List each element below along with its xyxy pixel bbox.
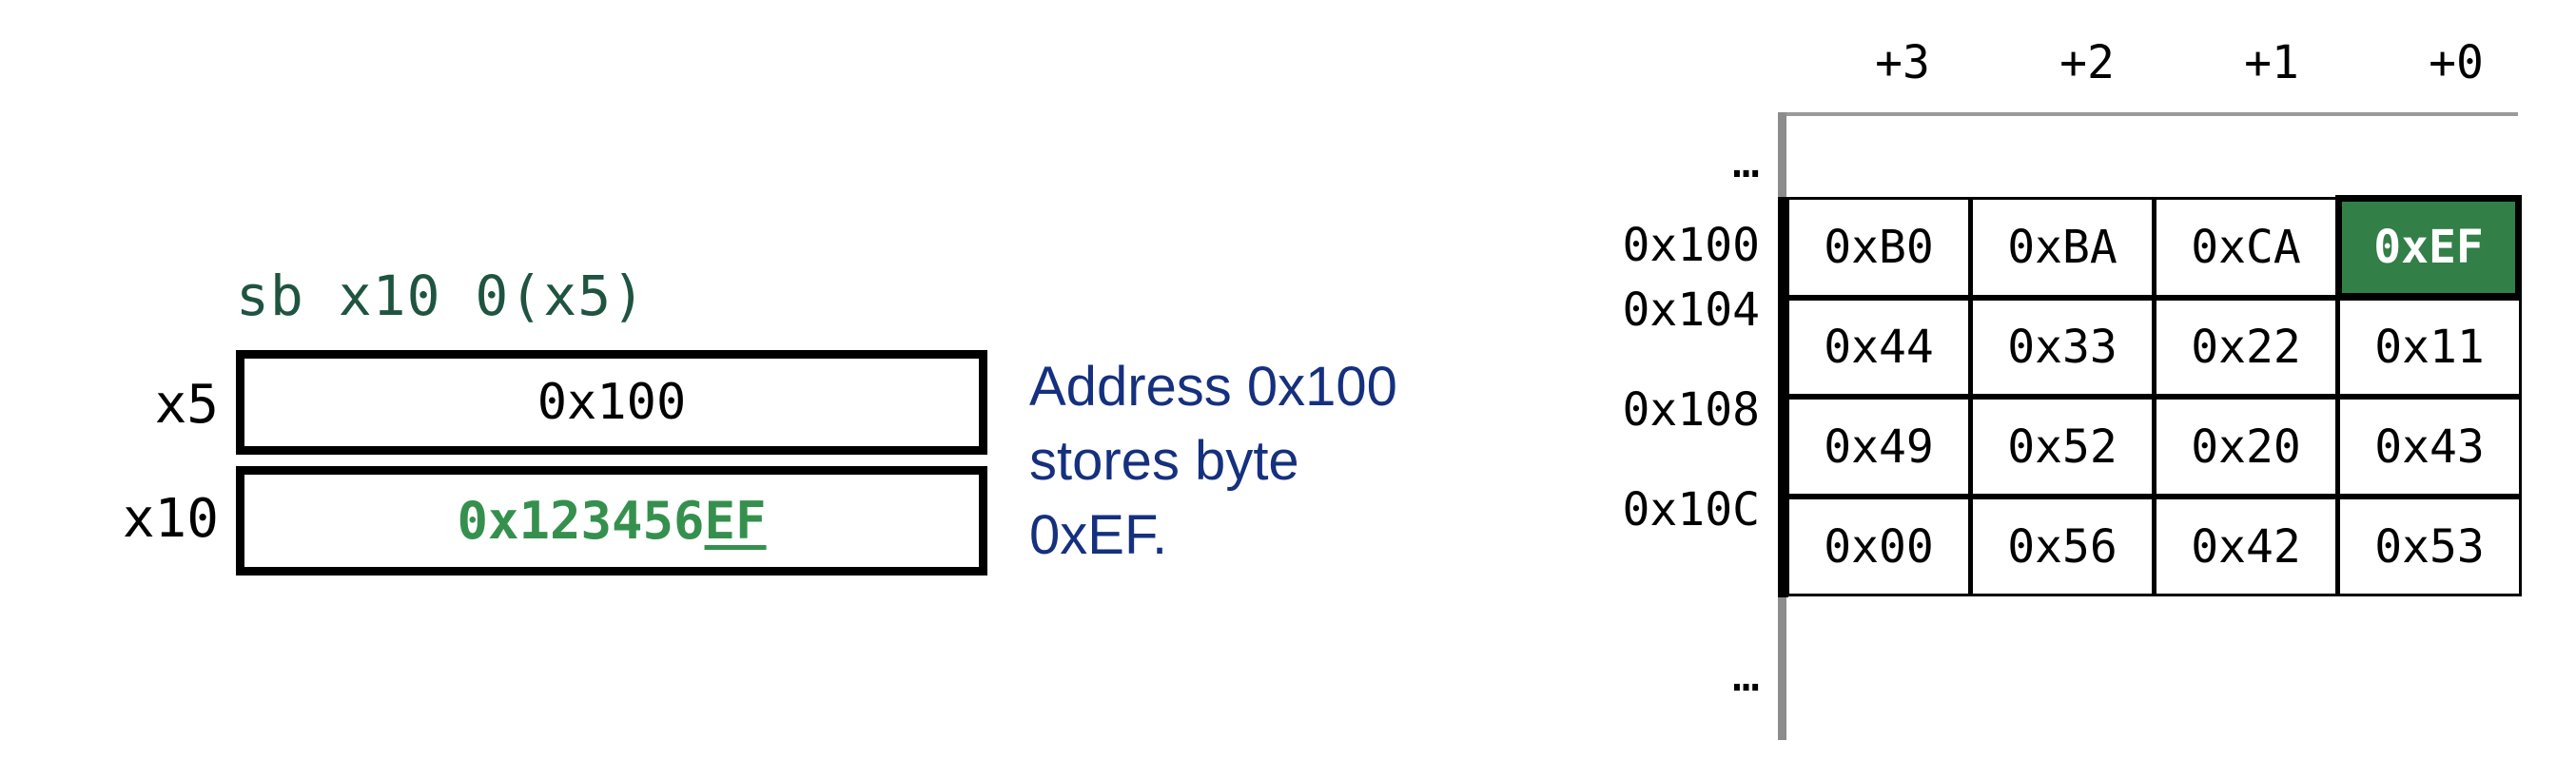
memory-cell-0x100-plus1[interactable]: 0xCA: [2154, 197, 2338, 298]
memory-cell-0x100-plus0[interactable]: 0xEF: [2335, 195, 2522, 300]
memory-row-address-0x108: 0x108: [1622, 383, 1761, 437]
memory-cell-0x108-plus3[interactable]: 0x49: [1786, 397, 1971, 497]
memory-cell-0x10C-plus1[interactable]: 0x42: [2154, 497, 2338, 596]
memory-column-header-plus2: +2: [2059, 36, 2115, 89]
memory-cell-0x10C-plus0[interactable]: 0x53: [2337, 497, 2522, 596]
memory-row-address-0x100: 0x100: [1622, 219, 1761, 272]
memory-cell-0x108-plus2[interactable]: 0x52: [1970, 397, 2155, 497]
memory-ellipsis-top: …: [1732, 135, 1760, 188]
memory-cell-0x10C-plus3[interactable]: 0x00: [1786, 497, 1971, 596]
memory-column-header-plus0: +0: [2429, 36, 2484, 89]
memory-cell-0x108-plus1[interactable]: 0x20: [2154, 397, 2338, 497]
instruction-text: sb x10 0(x5): [236, 263, 647, 328]
memory-cell-0x104-plus3[interactable]: 0x44: [1786, 298, 1971, 397]
memory-top-rail: [1778, 112, 2518, 116]
annotation-line-1: Address 0x100: [1029, 356, 1397, 418]
memory-row-address-0x10C: 0x10C: [1622, 483, 1761, 537]
memory-column-header-plus3: +3: [1875, 36, 1930, 89]
register-value-x10: 0x123456EF: [457, 495, 766, 546]
memory-cell-0x100-plus2[interactable]: 0xBA: [1970, 197, 2155, 298]
memory-cell-0x104-plus2[interactable]: 0x33: [1970, 298, 2155, 397]
register-value-x5: 0x100: [537, 374, 687, 431]
annotation-text: Address 0x100 stores byte 0xEF.: [1029, 350, 1524, 573]
memory-ellipsis-bottom: …: [1732, 649, 1760, 702]
annotation-line-2: stores byte: [1029, 430, 1299, 492]
register-box-x5: 0x100: [236, 350, 987, 455]
register-label-x5: x5: [154, 374, 219, 436]
register-label-x10: x10: [122, 488, 219, 550]
memory-cell-0x108-plus0[interactable]: 0x43: [2337, 397, 2522, 497]
memory-cell-0x100-plus3[interactable]: 0xB0: [1786, 197, 1971, 298]
register-value-x10-prefix: 0x123456: [457, 490, 705, 551]
memory-left-spine: [1778, 197, 1788, 597]
memory-column-header-plus1: +1: [2244, 36, 2299, 89]
memory-cell-0x104-plus1[interactable]: 0x22: [2154, 298, 2338, 397]
memory-row-address-0x104: 0x104: [1622, 283, 1761, 337]
annotation-line-3: 0xEF.: [1029, 504, 1168, 566]
memory-cell-0x10C-plus2[interactable]: 0x56: [1970, 497, 2155, 596]
memory-cell-0x104-plus0[interactable]: 0x11: [2337, 298, 2522, 397]
register-value-x10-stored-byte: EF: [704, 490, 767, 551]
register-box-x10: 0x123456EF: [236, 466, 987, 576]
